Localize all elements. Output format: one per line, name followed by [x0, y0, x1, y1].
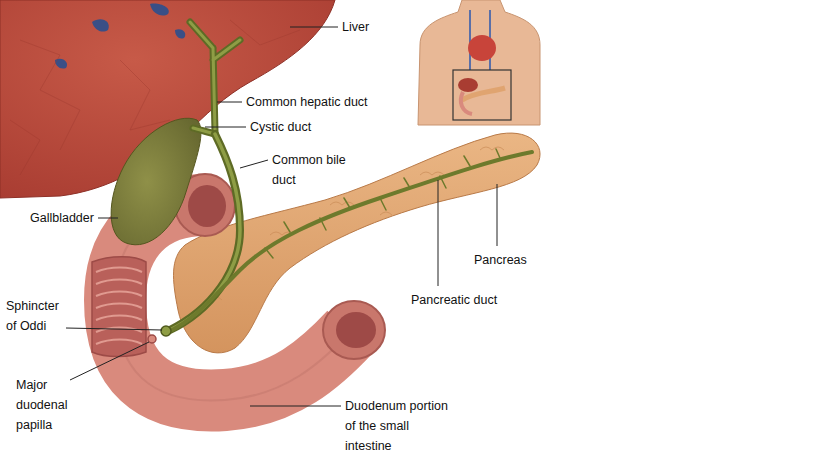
part-label: Major duodenal papilla	[16, 375, 76, 435]
part-label: Pancreas	[474, 250, 564, 270]
leader-line	[66, 328, 162, 330]
sphincter	[161, 326, 171, 336]
part-label: Liver	[342, 17, 412, 37]
part-label: Common hepatic duct	[246, 92, 396, 112]
leader-line	[497, 184, 498, 246]
duodenum-lumen	[188, 185, 226, 227]
part-label: Sphincter of Oddi	[6, 296, 71, 336]
duodenum-folds	[96, 268, 142, 345]
leader-line	[438, 180, 439, 286]
part-label: Common bile duct	[272, 150, 352, 190]
leader-line	[70, 342, 149, 380]
duodenum-lumen	[336, 312, 376, 348]
duodenum-opening	[323, 301, 385, 359]
body-inset	[418, 0, 540, 125]
duodenum-cutaway	[92, 257, 146, 357]
leader-lines	[66, 27, 497, 406]
leader-line	[250, 406, 341, 407]
gallbladder	[111, 118, 201, 245]
part-label: Cystic duct	[250, 117, 360, 137]
duodenal-papilla	[148, 335, 156, 343]
leader-line	[205, 127, 246, 128]
part-label: Duodenum portion of the small intestine	[345, 396, 455, 456]
part-label: Pancreatic duct	[411, 290, 531, 310]
leader-line	[98, 218, 118, 219]
leader-line	[290, 27, 338, 28]
liver-vessels	[55, 4, 185, 69]
leader-line	[217, 102, 242, 103]
leader-line	[240, 160, 268, 168]
part-label: Gallbladder	[30, 208, 100, 228]
